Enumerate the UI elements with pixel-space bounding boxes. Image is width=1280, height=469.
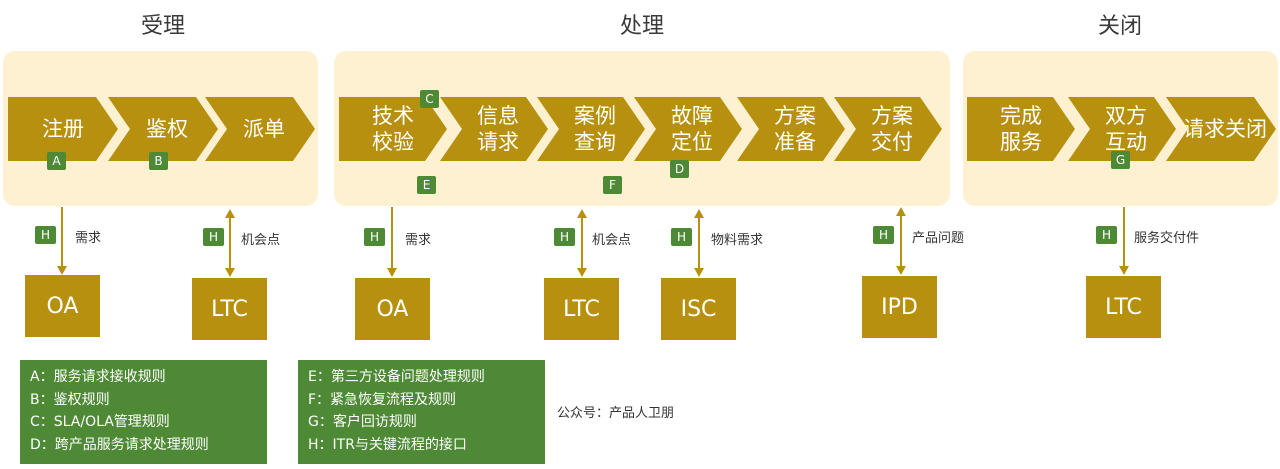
badge-f: F xyxy=(603,176,622,194)
connector-line xyxy=(900,215,902,267)
legend-item: C：SLA/OLA管理规则 xyxy=(30,414,170,430)
arrow-up-icon xyxy=(577,209,587,218)
badge-h: H xyxy=(35,226,56,244)
legend-item: F：紧急恢复流程及规则 xyxy=(308,391,457,408)
legend-item: A：服务请求接收规则 xyxy=(30,369,166,385)
badge-h: H xyxy=(873,226,894,244)
connector-line xyxy=(61,207,63,267)
badge-g: G xyxy=(1111,151,1130,169)
connector-line xyxy=(391,207,393,269)
system-box-ltc: LTC xyxy=(544,278,619,340)
arrow-down-icon xyxy=(57,266,67,275)
link-label: 机会点 xyxy=(592,233,632,248)
step-mutual-interaction: 双方 互动 xyxy=(1068,97,1176,161)
badge-h: H xyxy=(1096,226,1117,244)
badge-h: H xyxy=(554,228,575,246)
badge-a: A xyxy=(47,152,66,170)
arrow-down-icon xyxy=(387,268,397,277)
connector-line xyxy=(581,217,583,269)
link-label: 服务交付件 xyxy=(1134,231,1200,246)
connector-line xyxy=(1123,207,1125,267)
arrow-up-icon xyxy=(694,209,704,218)
watermark-text: 公众号：产品人卫朋 xyxy=(557,406,675,421)
step-complete-service: 完成 服务 xyxy=(967,97,1075,161)
phase-title-accept: 受理 xyxy=(140,14,186,39)
arrow-down-icon xyxy=(577,268,587,277)
legend-left: A：服务请求接收规则 B：鉴权规则 C：SLA/OLA管理规则 D：跨产品服务请… xyxy=(20,360,267,464)
system-box-oa: OA xyxy=(25,275,100,337)
badge-d: D xyxy=(670,160,689,178)
legend-item: D：跨产品服务请求处理规则 xyxy=(30,436,209,453)
arrow-down-icon xyxy=(896,266,906,275)
legend-item: G：客户回访规则 xyxy=(308,414,417,430)
legend-item: H：ITR与关键流程的接口 xyxy=(308,436,467,453)
system-box-oa: OA xyxy=(355,278,430,340)
badge-b: B xyxy=(149,152,168,170)
link-label: 物料需求 xyxy=(711,233,764,248)
step-register: 注册 xyxy=(8,97,118,161)
phase-title-close: 关闭 xyxy=(1097,14,1143,39)
legend-item: E：第三方设备问题处理规则 xyxy=(308,369,485,385)
badge-h: H xyxy=(364,228,385,246)
link-label: 产品问题 xyxy=(912,231,965,246)
arrow-down-icon xyxy=(694,268,704,277)
link-label: 需求 xyxy=(75,231,102,246)
legend-item: B：鉴权规则 xyxy=(30,391,110,408)
arrow-up-icon xyxy=(896,207,906,216)
system-box-ltc: LTC xyxy=(1086,276,1161,338)
arrow-up-icon xyxy=(225,209,235,218)
connector-line xyxy=(698,217,700,269)
badge-h: H xyxy=(203,228,224,246)
system-box-ipd: IPD xyxy=(862,276,937,338)
link-label: 机会点 xyxy=(241,233,281,248)
badge-h: H xyxy=(671,228,692,246)
legend-right: E：第三方设备问题处理规则 F：紧急恢复流程及规则 G：客户回访规则 H：ITR… xyxy=(298,360,545,464)
phase-title-process: 处理 xyxy=(619,14,665,39)
system-box-ltc: LTC xyxy=(192,278,267,340)
arrow-down-icon xyxy=(1119,266,1129,275)
system-box-isc: ISC xyxy=(661,278,736,340)
arrow-down-icon xyxy=(225,268,235,277)
link-label: 需求 xyxy=(405,233,432,248)
connector-line xyxy=(229,217,231,269)
step-solution-prep: 方案 准备 xyxy=(737,97,845,161)
badge-c: C xyxy=(420,90,439,108)
badge-e: E xyxy=(417,176,436,194)
